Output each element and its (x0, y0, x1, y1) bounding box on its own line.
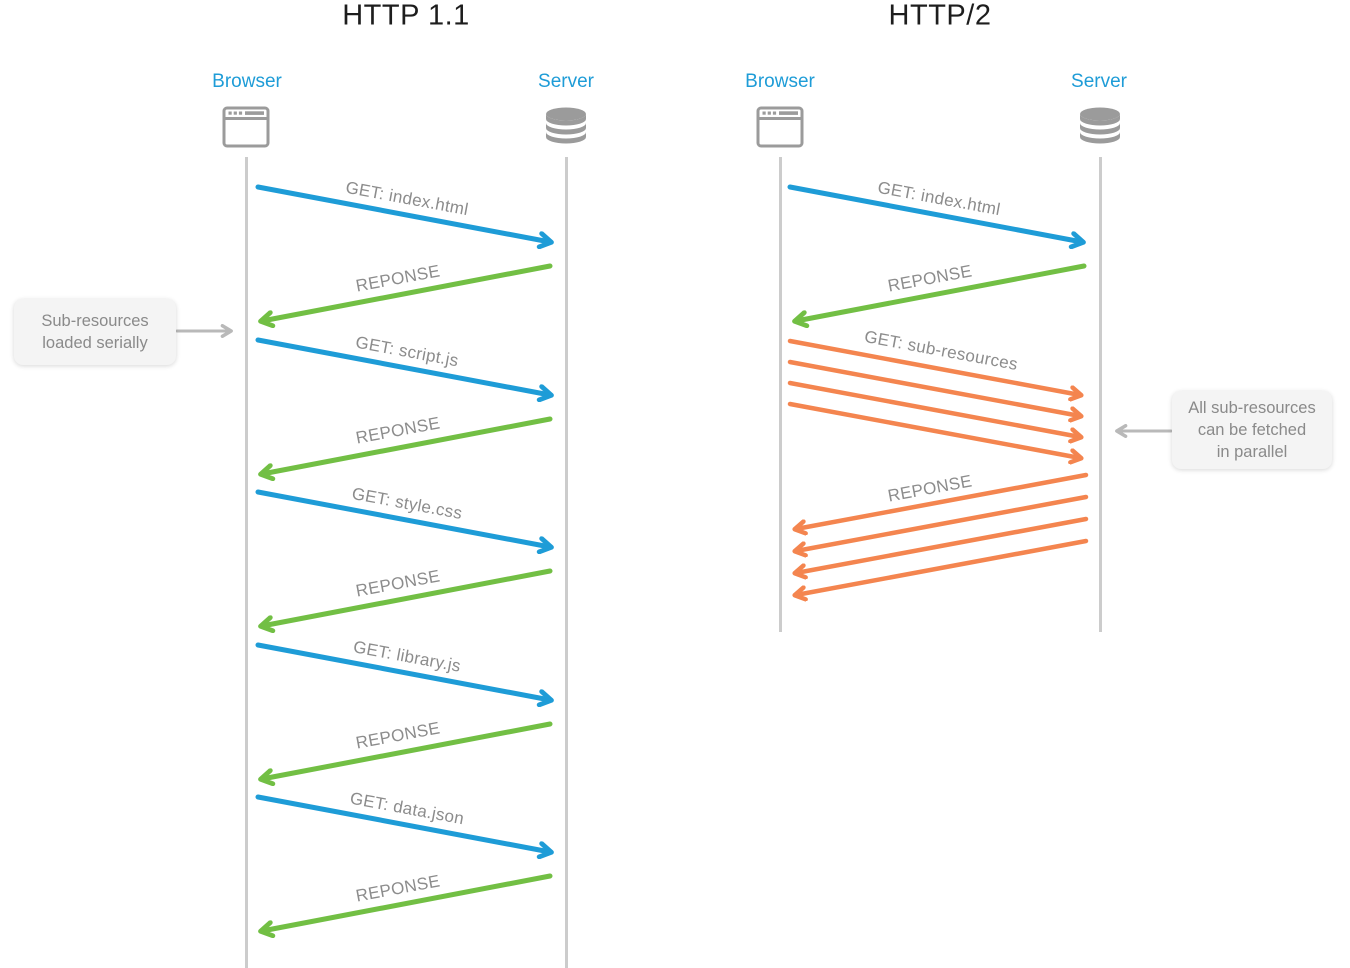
callout-parallel-line: in parallel (1216, 443, 1288, 461)
response-arrow (262, 721, 553, 779)
http11-server-label: Server (538, 71, 594, 92)
http11-title: HTTP 1.1 (342, 0, 470, 32)
request-arrow (255, 642, 550, 700)
http2-title: HTTP/2 (888, 0, 992, 32)
parallel-response-arrow (796, 538, 1089, 595)
callout-parallel: All sub-resources can be fetched in para… (1172, 391, 1332, 469)
callout-parallel-line: can be fetched (1197, 421, 1307, 439)
callout-serial-line: loaded serially (42, 334, 148, 352)
response-arrow (262, 416, 553, 474)
request-arrow (255, 184, 550, 242)
response-arrow (262, 568, 553, 626)
callout-parallel-line: All sub-resources (1188, 399, 1316, 417)
parallel-request-arrow (787, 380, 1080, 437)
http2-server-label: Server (1071, 71, 1127, 92)
browser-window-icon (222, 106, 270, 148)
parallel-request-arrow (787, 338, 1080, 395)
parallel-response-arrow (796, 516, 1089, 573)
database-icon (1080, 107, 1120, 144)
http2-browser-label: Browser (745, 71, 815, 92)
parallel-request-arrow (787, 401, 1080, 458)
request-arrow (255, 489, 550, 547)
http2-diagram (756, 106, 1120, 632)
response-arrow (796, 263, 1087, 321)
request-arrow (255, 794, 550, 852)
response-arrow (262, 263, 553, 321)
parallel-response-arrow (796, 472, 1089, 529)
callout-serial-line: Sub-resources (41, 312, 149, 330)
response-arrow (262, 873, 553, 931)
parallel-response-arrow (796, 494, 1089, 551)
request-arrow (255, 337, 550, 395)
http11-browser-label: Browser (212, 71, 282, 92)
callout-serial: Sub-resources loaded serially (14, 299, 176, 365)
browser-window-icon (756, 106, 804, 148)
database-icon (546, 107, 586, 144)
parallel-request-arrow (787, 359, 1080, 416)
request-arrow (787, 184, 1082, 242)
http11-diagram (222, 106, 586, 968)
